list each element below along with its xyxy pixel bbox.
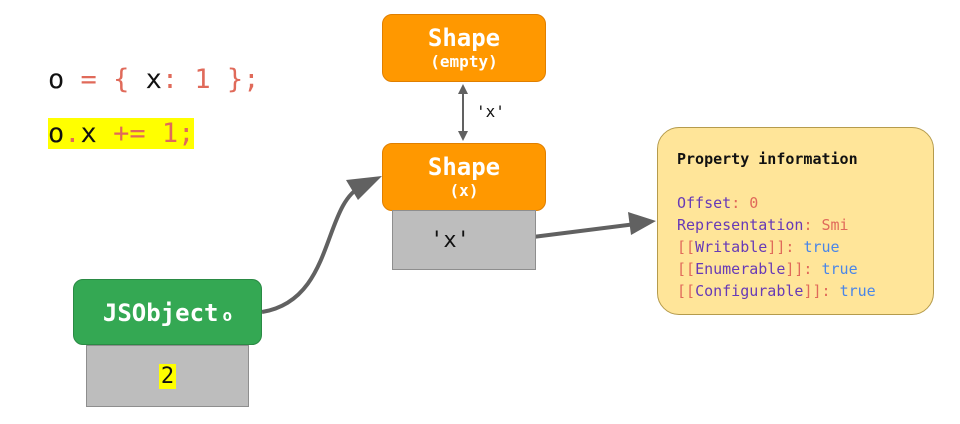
representation-sep: :: [803, 216, 822, 234]
code-close-brace: }: [226, 64, 244, 95]
offset-sep: :: [731, 194, 750, 212]
representation-value: Smi: [821, 216, 849, 234]
enumerable-close: ]]:: [785, 260, 822, 278]
shape-x-title: Shape: [427, 153, 501, 181]
property-info-panel: Property information Offset: 0 Represent…: [657, 127, 934, 315]
jsobject-value-slot: 2: [86, 345, 249, 407]
enumerable-row: [[Enumerable]]: true: [677, 258, 933, 280]
writable-close: ]]:: [767, 238, 804, 256]
code-semicolon: ;: [243, 64, 260, 95]
transition-label: 'x': [476, 102, 505, 121]
enumerable-open: [[: [677, 260, 696, 278]
code-object: o: [48, 118, 65, 149]
code-line-2: o.x += 1;: [48, 116, 195, 152]
shape-property-key: 'x': [430, 228, 470, 253]
enumerable-value: true: [821, 260, 858, 278]
configurable-value: true: [839, 282, 876, 300]
code-ident: o: [48, 64, 65, 95]
offset-row: Offset: 0: [677, 192, 933, 214]
shape-x-node: Shape (x): [382, 143, 546, 211]
enumerable-key: Enumerable: [695, 260, 786, 278]
configurable-close: ]]:: [803, 282, 840, 300]
object-to-shape-arrow: [261, 184, 363, 314]
code-key: x: [145, 64, 162, 95]
jsobject-name: o: [222, 306, 233, 325]
code-dot: .: [64, 118, 81, 149]
representation-row: Representation: Smi: [677, 214, 933, 236]
code-line-1: o = { x: 1 };: [48, 62, 259, 98]
code-semicolon-2: ;: [178, 118, 195, 149]
writable-open: [[: [677, 238, 696, 256]
jsobject-value: 2: [158, 364, 177, 389]
code-number-2: 1: [161, 118, 179, 149]
code-number: 1: [194, 64, 211, 95]
shape-property-slot: 'x': [392, 210, 536, 270]
code-op: +=: [113, 118, 146, 149]
writable-row: [[Writable]]: true: [677, 236, 933, 258]
slot-to-info-arrowhead: [628, 212, 656, 235]
configurable-row: [[Configurable]]: true: [677, 280, 933, 302]
code-prop: x: [80, 118, 97, 149]
shape-empty-node: Shape (empty): [382, 14, 546, 82]
code-line-2-highlight: o.x += 1;: [48, 118, 195, 149]
offset-key: Offset: [677, 194, 732, 212]
code-open-brace: {: [113, 64, 130, 95]
shape-x-subtitle: (x): [449, 181, 479, 200]
property-info-title: Property information: [677, 150, 858, 168]
shape-empty-subtitle: (empty): [430, 52, 498, 71]
offset-value: 0: [749, 194, 759, 212]
code-eq: =: [80, 64, 97, 95]
jsobject-label: JSObject: [102, 299, 219, 327]
representation-key: Representation: [677, 216, 804, 234]
shape-empty-title: Shape: [427, 24, 501, 52]
object-to-shape-arrowhead: [346, 176, 382, 200]
writable-value: true: [803, 238, 840, 256]
writable-key: Writable: [695, 238, 768, 256]
configurable-key: Configurable: [695, 282, 804, 300]
configurable-open: [[: [677, 282, 696, 300]
code-colon: :: [161, 64, 179, 95]
